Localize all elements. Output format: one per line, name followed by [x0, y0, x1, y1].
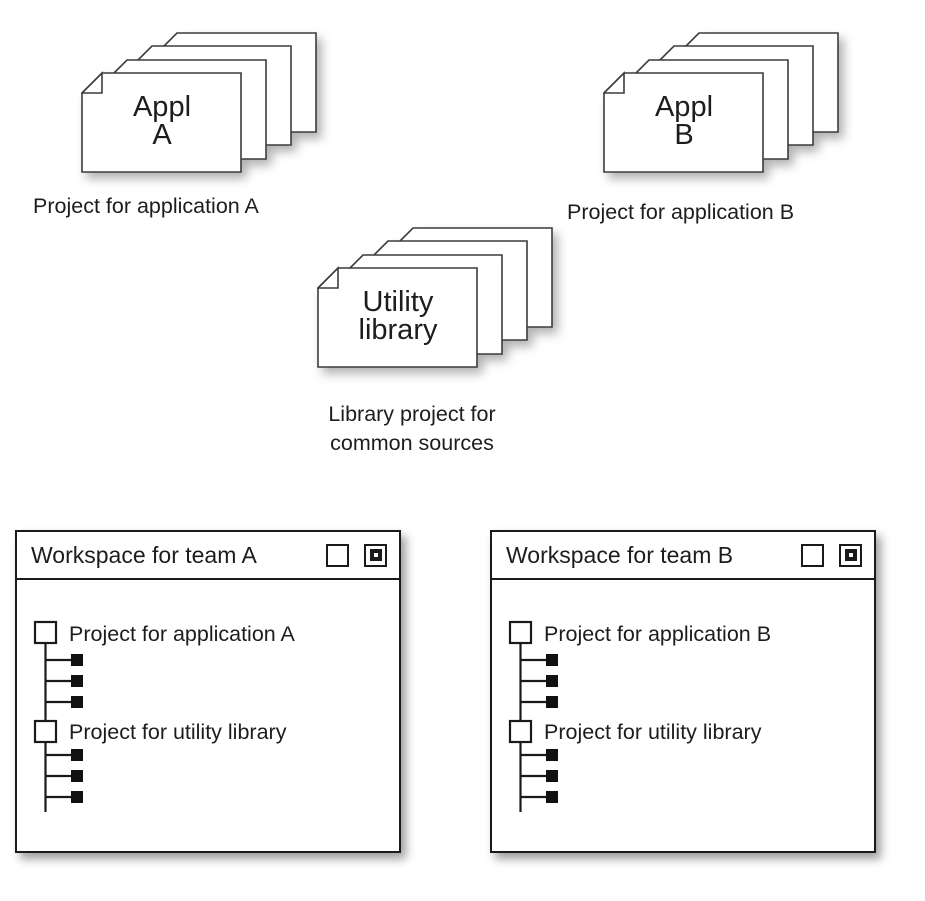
window-titlebar[interactable]: Workspace for team A: [17, 532, 399, 580]
stack-application-b: Appl B: [603, 32, 839, 173]
window-titlebar[interactable]: Workspace for team B: [492, 532, 874, 580]
workspace-window-team-b: Workspace for team B: [490, 530, 876, 853]
stack-utility-library: Utility library: [317, 227, 553, 368]
folded-corner-icon: [603, 71, 625, 94]
document-stack-graphic: Utility library: [317, 227, 553, 368]
tree-node-box-application[interactable]: [33, 620, 58, 645]
nested-square-icon: [844, 549, 857, 561]
caption-line1: Library project for: [328, 402, 496, 426]
tree-node-label-application[interactable]: Project for application A: [69, 622, 296, 646]
card-label-line2: B: [674, 119, 693, 151]
tree-node-label-utility[interactable]: Project for utility library: [69, 720, 287, 744]
caption-line2: common sources: [330, 431, 494, 455]
tree-node-box-utility[interactable]: [33, 719, 58, 744]
maximize-button[interactable]: [364, 543, 387, 567]
project-tree: Project for application B Project for ut…: [508, 620, 771, 812]
window-content: Project for application B Project for ut…: [492, 580, 874, 850]
caption-utility-library: Library project for common sources: [292, 400, 532, 458]
tree-node-label-application[interactable]: Project for application B: [544, 622, 771, 646]
tree-leaf-item: [546, 791, 558, 803]
tree-node-box-utility[interactable]: [508, 719, 533, 744]
tree-leaf-item: [71, 696, 83, 708]
caption-application-a: Project for application A: [33, 194, 259, 218]
tree-leaf-item: [546, 675, 558, 687]
caption-application-b: Project for application B: [567, 200, 795, 224]
stack-application-a: Appl A: [81, 32, 317, 173]
tree-leaf-item: [71, 654, 83, 666]
window-content: Project for application A Project for ut…: [17, 580, 399, 850]
tree-leaf-item: [71, 791, 83, 803]
tree-leaf-item: [71, 675, 83, 687]
tree-leaf-item: [71, 770, 83, 782]
folded-corner-icon: [317, 266, 339, 289]
tree-leaf-item: [546, 696, 558, 708]
document-stack-graphic: Appl B: [603, 32, 839, 173]
card-label-line1: Utility: [363, 286, 434, 318]
card-label-line2: library: [359, 314, 438, 346]
project-tree: Project for application A Project for ut…: [33, 620, 296, 812]
document-stack-graphic: Appl A: [81, 32, 317, 173]
card-label-line2: A: [152, 119, 172, 151]
minimize-button[interactable]: [801, 543, 824, 567]
window-title: Workspace for team A: [31, 541, 257, 568]
tree-leaf-item: [546, 770, 558, 782]
folded-corner-icon: [81, 71, 103, 94]
nested-square-icon: [369, 549, 382, 561]
tree-node-label-utility[interactable]: Project for utility library: [544, 720, 762, 744]
minimize-button[interactable]: [326, 543, 349, 567]
card-label-line1: Appl: [655, 91, 713, 123]
maximize-button[interactable]: [839, 543, 862, 567]
tree-leaf-item: [546, 749, 558, 761]
workspace-window-team-a: Workspace for team A: [15, 530, 401, 853]
window-title: Workspace for team B: [506, 541, 734, 568]
tree-leaf-item: [71, 749, 83, 761]
tree-node-box-application[interactable]: [508, 620, 533, 645]
tree-leaf-item: [546, 654, 558, 666]
card-label-line1: Appl: [133, 91, 191, 123]
